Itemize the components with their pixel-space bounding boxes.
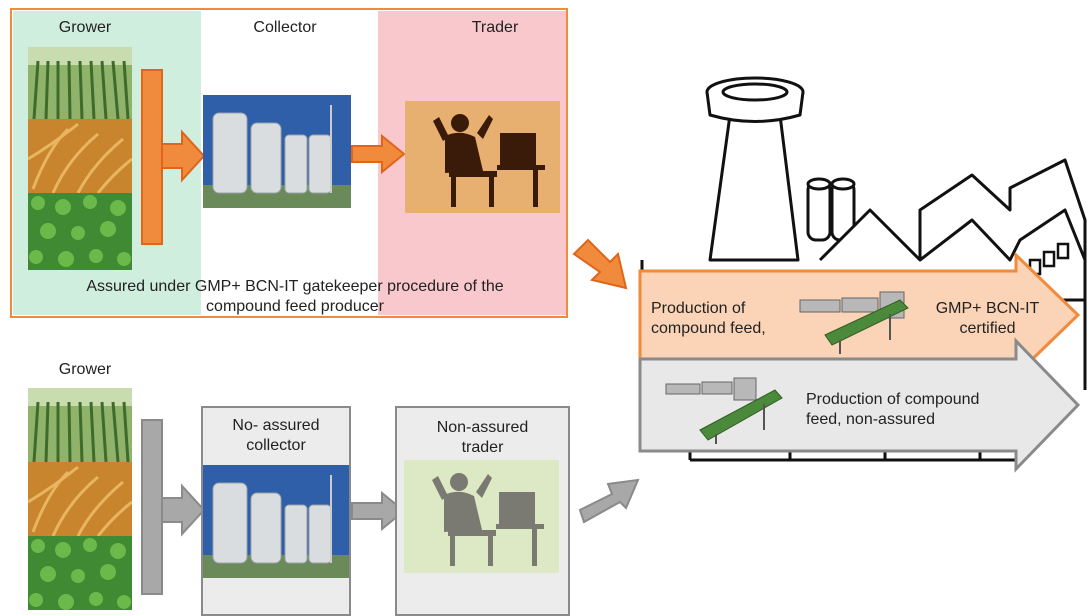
- non-assured-trader-image: [404, 460, 559, 573]
- non-assured-trader-label-line1: Non-assured: [436, 419, 529, 436]
- non-assured-to-factory-arrow: [578, 478, 640, 524]
- certified-left-line2: compound feed,: [651, 320, 766, 337]
- certified-machinery-image: [790, 280, 930, 355]
- non-assured-production-line2: feed, non-assured: [806, 411, 935, 428]
- non-assured-grower-arrow: [141, 419, 206, 595]
- certified-right-line1: GMP+ BCN-IT: [935, 300, 1040, 317]
- collector-silo-image: [203, 95, 351, 208]
- trader-label: Trader: [471, 19, 519, 36]
- certified-left-line1: Production of: [651, 300, 746, 317]
- non-assured-collector-label-line2: collector: [246, 437, 306, 454]
- non-assured-collector-to-trader-arrow: [351, 491, 406, 531]
- certified-right-line2: certified: [959, 320, 1016, 337]
- non-assured-collector-label-line1: No- assured: [232, 417, 320, 434]
- non-assured-grower-label: Grower: [58, 361, 112, 378]
- non-assured-production-band: [638, 337, 1081, 473]
- corn-field-image: [28, 47, 132, 119]
- assured-to-factory-arrow: [572, 238, 628, 290]
- wheat-field-image-bottom: [28, 462, 132, 536]
- trader-image: [405, 101, 560, 213]
- non-assured-trader-label-line2: trader: [461, 439, 504, 456]
- soybean-field-image: [28, 193, 132, 270]
- assured-chain-frame: [10, 8, 568, 318]
- collector-to-trader-arrow: [351, 134, 406, 174]
- assured-caption-line1: Assured under GMP+ BCN-IT gatekeeper pro…: [86, 278, 504, 295]
- non-assured-production-line1: Production of compound: [806, 391, 980, 408]
- assured-caption-line2: compound feed producer: [206, 298, 384, 315]
- soybean-field-image-bottom: [28, 536, 132, 610]
- grower-to-collector-arrow: [141, 69, 206, 245]
- non-assured-machinery-image: [660, 372, 800, 444]
- corn-field-image-bottom: [28, 388, 132, 462]
- grower-label: Grower: [58, 19, 112, 36]
- wheat-field-image: [28, 119, 132, 193]
- collector-label: Collector: [253, 19, 317, 36]
- non-assured-silo-image: [203, 465, 349, 578]
